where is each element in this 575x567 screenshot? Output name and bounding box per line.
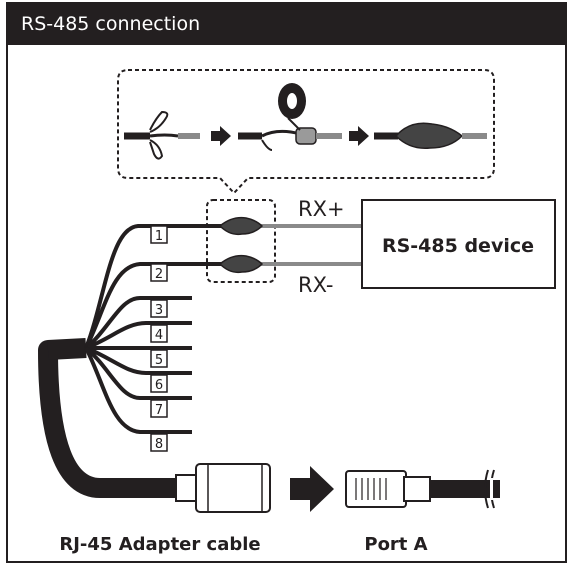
- arrow-right-icon: [211, 126, 231, 146]
- wire-tag: 2: [150, 263, 168, 282]
- wire-tag-label: 6: [155, 378, 163, 393]
- wire-tag-label: 7: [155, 403, 163, 418]
- wire-tag-label: 1: [155, 229, 163, 244]
- wire-tag: 8: [150, 433, 168, 452]
- insulated-splice-icon: [374, 122, 487, 149]
- wire-tag: 6: [150, 374, 168, 393]
- wire-tag-label: 8: [155, 437, 163, 452]
- wire-tag: 4: [150, 324, 168, 343]
- splice-knot-2: [218, 254, 264, 274]
- wire-tag: 5: [150, 349, 168, 368]
- wire-tag-label: 3: [155, 303, 163, 318]
- splice-knot-1: [218, 216, 264, 236]
- wire-tag-label: 4: [155, 328, 163, 343]
- adapter-cable-caption: RJ-45 Adapter cable: [59, 534, 260, 555]
- splice-callout: [117, 69, 495, 195]
- rx-plus-label: RX+: [298, 197, 345, 221]
- adapter-cable-bundle: [38, 224, 222, 498]
- device-label: RS-485 device: [382, 235, 534, 257]
- port-caption: Port A: [364, 534, 427, 555]
- rx-minus-label: RX-: [298, 273, 334, 297]
- page-title: RS-485 connection: [21, 13, 201, 35]
- splice-point-box: [206, 199, 276, 283]
- wire-tag-label: 2: [155, 267, 163, 282]
- tape-wrap-icon: [238, 83, 342, 151]
- title-bar: RS-485 connection: [8, 4, 565, 45]
- wire-tag-label: 5: [155, 353, 163, 368]
- rj45-female-connector-icon: [175, 463, 271, 513]
- strip-and-twist-icon: [124, 110, 200, 160]
- arrow-right-icon: [349, 126, 369, 146]
- wire-tag: 1: [150, 225, 168, 244]
- rj45-plug-icon: [345, 469, 500, 509]
- rs485-device-box: [361, 199, 556, 289]
- wire-tag: 3: [150, 299, 168, 318]
- wire-tag: 7: [150, 399, 168, 418]
- arrow-right-icon: [290, 466, 334, 512]
